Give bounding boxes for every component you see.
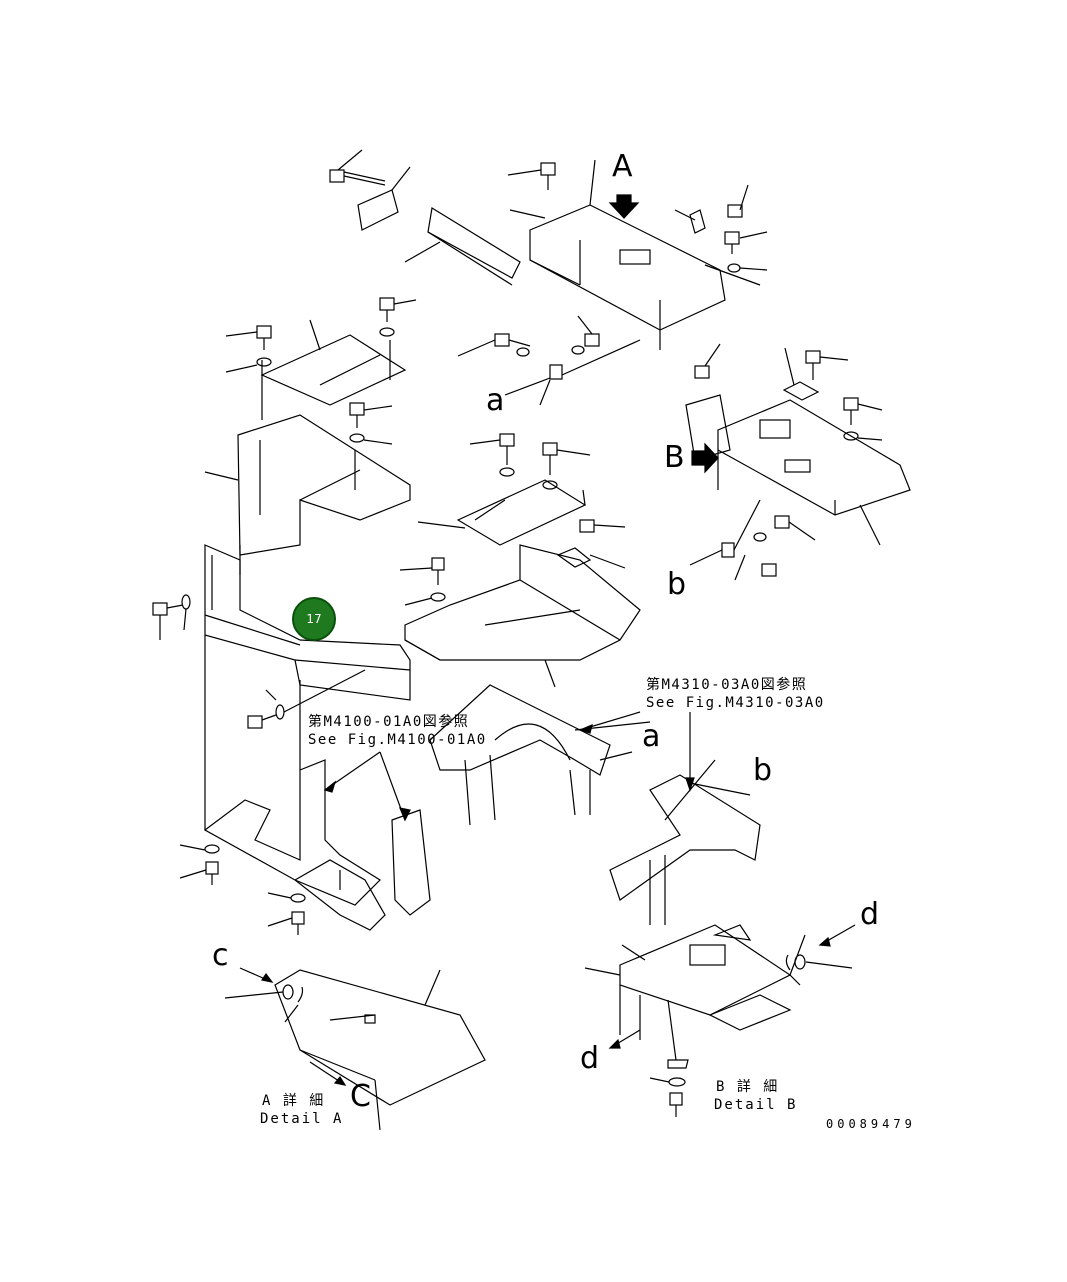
leader-m4310 [578,711,695,792]
callout-17[interactable]: 17 [292,597,336,641]
lower-left-bolts [179,844,306,935]
detail-b-drawing [584,924,856,1117]
middle-cover-plate [417,479,587,546]
bracket-a [457,315,641,406]
detail-b-jp: B 詳 細 [716,1079,780,1095]
detail-a-jp: A 詳 細 [262,1093,326,1109]
view-label-b-small-1: b [667,567,687,602]
main-frame-left [204,544,411,701]
upper-left-frame [204,414,411,556]
center-legs [429,684,651,826]
left-bolts [152,594,366,729]
ref-m4310-en: See Fig.M4310-03A0 [646,695,825,711]
bracket-b [689,499,816,581]
right-legs [609,759,761,925]
upper-left-bolts [225,297,417,445]
right-upper-frame [685,394,911,546]
upper-left-plate [260,319,407,420]
detail-b-en: Detail B [714,1097,798,1113]
view-label-c-2: C [350,1079,371,1114]
ref-m4310-jp: 第M4310-03A0図参照 [646,677,808,693]
detail-a-en: Detail A [260,1111,344,1127]
callout-number: 17 [306,612,322,626]
detail-a-drawing [224,967,486,1131]
view-label-a-upper: A [612,149,633,184]
lower-left-legs [203,650,431,931]
view-label-c-1: c [212,938,229,973]
arrow-down-icon [608,194,640,219]
view-label-d-1: d [860,897,880,932]
leader-m4100 [323,751,411,822]
right-upper-bolts [694,343,883,441]
arrow-right-icon [691,442,719,474]
view-label-a-small-2: a [642,719,661,754]
middle-bolts [399,433,626,606]
top-bolt [329,149,386,186]
top-small-plate [357,166,411,231]
drawing-code: 00089479 [826,1117,916,1131]
view-label-b-small-2: b [753,753,773,788]
main-frame-right [404,544,641,688]
view-label-a-small-1: a [486,383,505,418]
view-label-d-2: d [580,1041,600,1076]
ref-m4100-jp: 第M4100-01A0図参照 [308,714,470,730]
view-label-b-upper: B [664,440,685,475]
top-center-cover [509,159,761,350]
ref-m4100-en: See Fig.M4100-01A0 [308,732,487,748]
long-angle-bracket [404,207,521,286]
top-bolts [507,162,768,273]
